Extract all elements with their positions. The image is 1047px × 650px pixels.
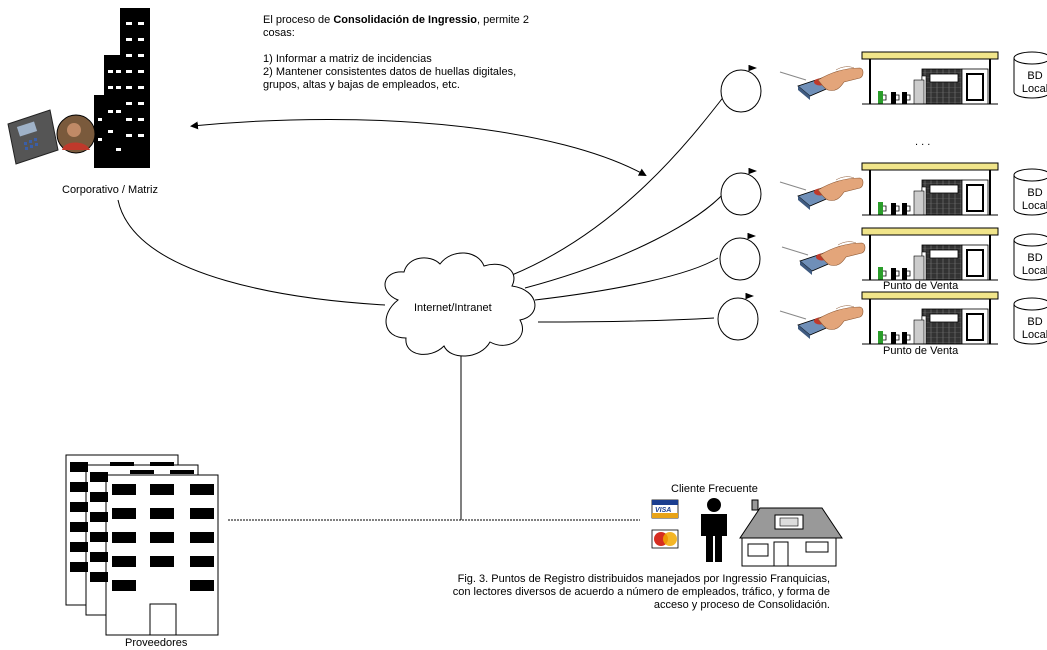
pos-node-3 <box>719 232 761 281</box>
fingerprint-reader-icon <box>781 241 866 276</box>
fingerprint-reader-icon <box>779 66 864 101</box>
pos-node-4 <box>717 292 759 341</box>
intro-bold: Consolidación de Ingressio <box>333 14 477 26</box>
connection-lines <box>117 94 726 521</box>
providers-label: Proveedores <box>125 637 188 649</box>
gas-station-icon <box>861 51 999 105</box>
client-label: Cliente Frecuente <box>671 483 758 495</box>
time-clock-terminal <box>7 109 59 165</box>
client-house-icon <box>739 499 843 567</box>
sync-arrow <box>190 118 647 176</box>
network-cloud <box>384 252 536 357</box>
fingerprint-reader-icon <box>779 176 864 211</box>
ellipsis-label: . . . <box>915 136 931 148</box>
corporate-to-network-link <box>117 199 386 306</box>
pos-node-2 <box>720 167 762 216</box>
providers-building <box>65 454 219 636</box>
pos-node-1 <box>720 64 762 113</box>
visa-label: VISA <box>655 507 671 514</box>
pos-label-2: Punto de Venta <box>883 345 959 357</box>
gas-station-icon <box>861 291 999 345</box>
network-to-node3-link <box>534 257 719 301</box>
network-to-node4-link <box>537 317 715 323</box>
intro-item-1: 1) Informar a matriz de incidencias <box>263 53 432 65</box>
visa-card-icon: VISA <box>651 499 679 519</box>
employee-photo <box>56 114 96 154</box>
network-to-node1-link <box>511 94 726 276</box>
network-label: Internet/Intranet <box>414 302 492 314</box>
network-to-node2-link <box>524 191 726 289</box>
client-person-icon <box>701 498 727 562</box>
mastercard-icon <box>651 529 679 549</box>
intro-text: El proceso de Consolidación de Ingressio… <box>263 14 533 92</box>
fingerprint-reader-icon <box>779 305 864 340</box>
corporate-building <box>94 8 150 168</box>
intro-prefix: El proceso de <box>263 14 334 26</box>
pos-label-1: Punto de Venta <box>883 280 959 292</box>
figure-caption: Fig. 3. Puntos de Registro distribuidos … <box>452 573 830 611</box>
gas-station-icon <box>861 162 999 216</box>
corporate-label: Corporativo / Matriz <box>62 184 158 196</box>
intro-item-2: 2) Mantener consistentes datos de huella… <box>263 66 517 91</box>
gas-station-icon <box>861 227 999 281</box>
intro-suffix: , permite 2 cosas: <box>263 14 529 39</box>
